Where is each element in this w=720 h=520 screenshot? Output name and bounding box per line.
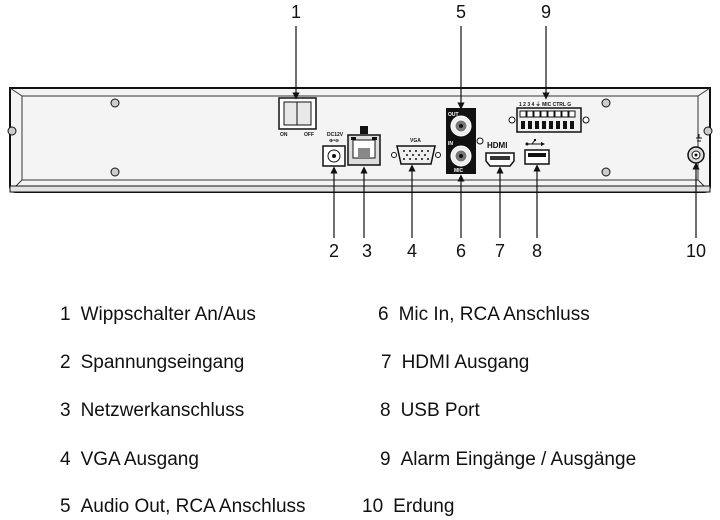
legend-item-3: 3 Netzwerkanschluss: [60, 400, 244, 422]
legend-item-8: 8 USB Port: [380, 400, 480, 422]
legend-number: 6: [378, 304, 389, 325]
legend-number: 1: [60, 304, 71, 325]
callout-9: 9: [541, 2, 551, 22]
legend-text: USB Port: [400, 400, 480, 421]
dc-voltage-label: DC12V: [327, 132, 344, 138]
dc-polarity-label: ⊕•⊖: [329, 138, 339, 144]
legend-number: 8: [380, 400, 391, 421]
hdmi-logo: HDMI: [487, 141, 507, 150]
legend-text: Wippschalter An/Aus: [80, 304, 256, 325]
legend-text: Erdung: [393, 496, 455, 517]
network-port-icon: [347, 126, 381, 166]
callout-3: 3: [362, 241, 372, 261]
usb-symbol-icon: [525, 139, 545, 146]
callout-2: 2: [329, 241, 339, 261]
alarm-terminal-block-icon: [508, 107, 590, 133]
callout-7: 7: [495, 241, 505, 261]
rocker-switch-icon: [278, 97, 317, 130]
legend-number: 7: [381, 352, 392, 373]
legend-text: VGA Ausgang: [80, 449, 199, 470]
legend-item-4: 4 VGA Ausgang: [60, 449, 199, 471]
legend-number: 4: [60, 449, 71, 470]
audio-out-label: OUT: [448, 112, 459, 118]
vga-label: VGA: [410, 138, 421, 144]
legend-text: Mic In, RCA Anschluss: [398, 304, 590, 325]
legend-item-6: 6 Mic In, RCA Anschluss: [378, 304, 590, 326]
legend-text: Netzwerkanschluss: [80, 400, 245, 421]
screw-icon: [7, 98, 713, 177]
usb-port-icon: [524, 149, 550, 165]
legend-number: 9: [380, 449, 391, 470]
legend-item-1: 1 Wippschalter An/Aus: [60, 304, 256, 326]
mic-label: MIC: [454, 168, 464, 174]
switch-on-label: ON: [280, 132, 288, 138]
legend-text: Audio Out, RCA Anschluss: [80, 496, 306, 517]
rca-audio-block-icon: [446, 108, 484, 174]
rear-panel-diagram: ON OFF DC12V ⊕•⊖ VGA: [7, 2, 713, 261]
hdmi-port-icon: [485, 152, 515, 167]
callout-4: 4: [407, 241, 417, 261]
callout-8: 8: [532, 241, 542, 261]
legend-text: HDMI Ausgang: [401, 352, 530, 373]
legend-text: Alarm Eingänge / Ausgänge: [400, 449, 637, 470]
legend-item-2: 2 Spannungseingang: [60, 352, 244, 374]
legend-item-9: 9 Alarm Eingänge / Ausgänge: [380, 449, 636, 471]
dc-power-jack-icon: [322, 145, 346, 167]
callout-6: 6: [456, 241, 466, 261]
legend-text: Spannungseingang: [80, 352, 245, 373]
callout-5: 5: [456, 2, 466, 22]
callout-10: 10: [686, 241, 706, 261]
callout-leaders: [292, 26, 700, 238]
legend-number: 10: [362, 496, 384, 517]
legend-item-7: 7 HDMI Ausgang: [381, 352, 529, 374]
vga-port-icon: [391, 145, 441, 165]
legend-number: 3: [60, 400, 71, 421]
legend-item-10: 10 Erdung: [362, 496, 454, 518]
alarm-pin-labels: 1 2 3 4 ⏚ MIC CTRL G: [519, 101, 571, 108]
audio-in-label: IN: [448, 141, 453, 147]
callout-1: 1: [291, 2, 301, 22]
legend-number: 2: [60, 352, 71, 373]
switch-off-label: OFF: [304, 132, 314, 138]
legend-item-5: 5 Audio Out, RCA Anschluss: [60, 496, 306, 518]
legend-number: 5: [60, 496, 71, 517]
